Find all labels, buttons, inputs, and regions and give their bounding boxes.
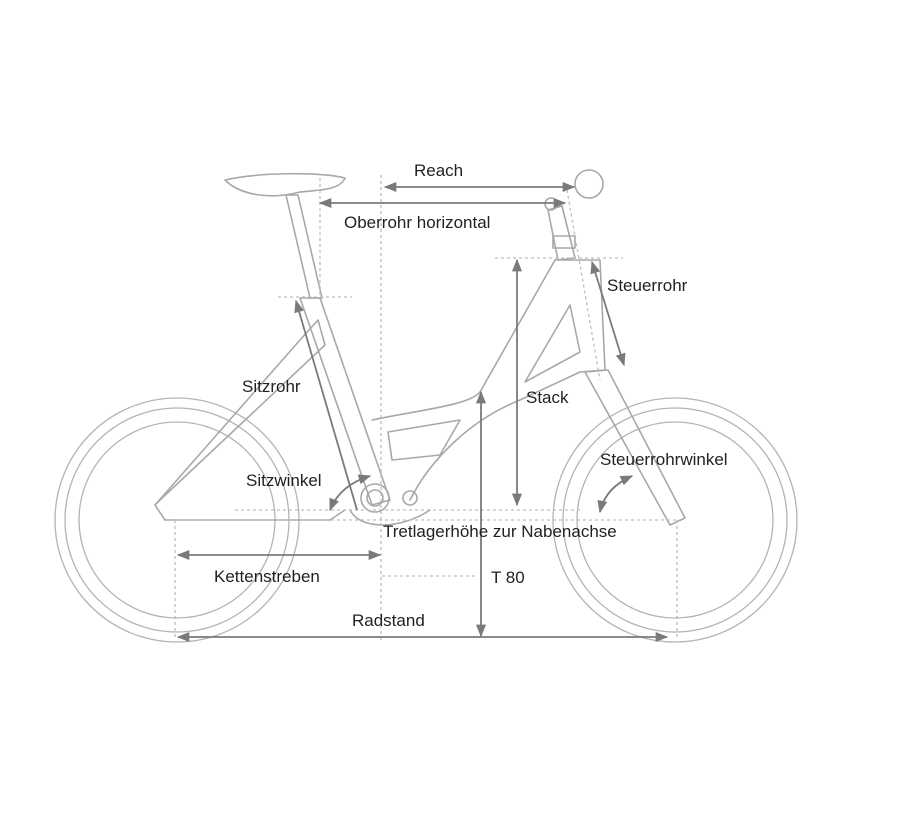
head-tube-arrow — [590, 260, 626, 367]
head-angle-label: Steuerrohrwinkel — [600, 450, 728, 469]
size-label: T 80 — [491, 568, 525, 587]
top-tube-label: Oberrohr horizontal — [344, 213, 490, 232]
stack-label: Stack — [526, 388, 569, 407]
seat-angle-label: Sitzwinkel — [246, 471, 322, 490]
head-tube-label: Steuerrohr — [607, 276, 688, 295]
reach-label: Reach — [414, 161, 463, 180]
bb-drop-label: Tretlagerhöhe zur Nabenachse — [383, 522, 617, 541]
labels: Reach Oberrohr horizontal Steuerrohr Sta… — [214, 161, 728, 630]
wheelbase-label: Radstand — [352, 611, 425, 630]
seat-tube-label: Sitzrohr — [242, 377, 301, 396]
seat-angle-arc — [329, 474, 372, 512]
chainstay-label: Kettenstreben — [214, 567, 320, 586]
head-angle-arc — [597, 475, 634, 514]
reference-lines — [174, 175, 680, 640]
dimension-arrows — [176, 181, 669, 643]
